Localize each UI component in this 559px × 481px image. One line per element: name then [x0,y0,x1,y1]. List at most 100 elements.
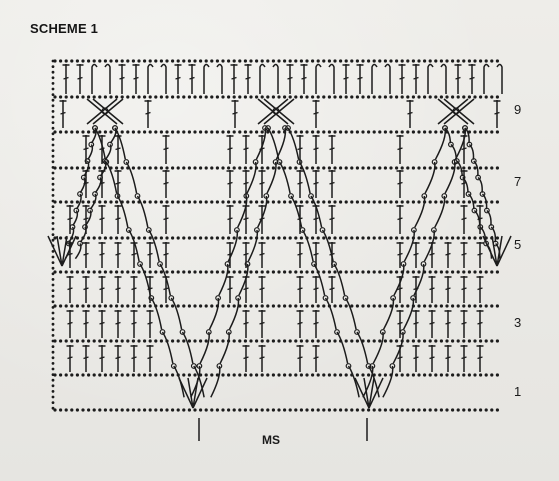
chain-stitch-dot [51,334,55,337]
double-crochet-symbol [312,170,320,198]
chain-stitch-dot [451,200,455,204]
chain-stitch-dot [400,373,404,377]
chain-stitch-dot [277,408,281,412]
chain-stitch-dot [473,200,477,204]
double-crochet-symbol [162,135,170,164]
chain-stitch-dot [271,373,275,377]
chain-stitch-dot [473,408,477,412]
chain-stitch-dot [361,373,365,377]
chain-stitch-dot [51,194,55,197]
double-crochet-symbol [114,345,122,372]
chain-stitch-dot [81,95,85,99]
chain-stitch-dot [210,373,214,377]
chain-stitch-dot [51,70,55,74]
chain-stitch-dot [109,270,113,274]
chain-stitch-dot [143,166,147,170]
chain-stitch-dot [406,270,410,274]
chain-stitch-dot [372,408,376,412]
chain-stitch-dot [383,408,387,412]
chain-stitch-dot [423,130,427,134]
chain-row-5 [53,236,499,240]
chain-row-0 [53,59,499,63]
chain-stitch-dot [372,130,376,134]
chain-stitch-dot [350,59,354,63]
chain-stitch-dot [227,95,231,99]
chain-stitch-dot [51,250,55,253]
chain-stitch-dot [98,59,102,63]
chain-stitch-dot [322,236,326,240]
chain-stitch-dot [98,166,102,170]
chain-stitch-dot [451,373,455,377]
chain-stitch-dot [70,95,74,99]
chain-stitch-dot [400,95,404,99]
chain-stitch-dot [378,130,382,134]
chain-stitch-dot [53,59,57,63]
chain-stitch-dot [131,408,135,412]
chain-stitch-dot [51,154,55,158]
chain-row-10 [53,408,499,412]
chain-stitch-dot [439,270,443,274]
chain-stitch-dot [64,166,68,170]
chain-stitch-dot [277,304,281,308]
chain-stitch-dot [103,95,107,99]
chain-stitch-dot [495,304,499,308]
chain-stitch-dot [361,95,365,99]
hook-stitch-symbol [440,63,447,94]
chain-stitch-dot [456,166,460,170]
chain-stitch-dot [344,339,348,343]
decrease-fan-symbol [47,235,77,267]
chain-stitch-dot [131,339,135,343]
double-crochet-symbol [428,276,436,303]
chain-stitch-dot [51,306,55,309]
chain-stitch-dot [490,408,494,412]
chain-stitch-dot [171,236,175,240]
chain-stitch-dot [193,200,197,204]
chain-stitch-dot [271,95,275,99]
chain-stitch-dot [439,339,443,343]
chain-stitch-dot [193,373,197,377]
chain-stitch-dot [260,373,264,377]
chain-stitch-dot [238,408,242,412]
chain-stitch-dot [165,59,169,63]
double-crochet-symbol [296,135,304,164]
chain-stitch-dot [176,200,180,204]
hook-stitch-symbol [315,63,322,94]
double-crochet-symbol [258,310,266,338]
chain-stitch-dot [232,166,236,170]
chain-stitch-dot [148,130,152,134]
hook-stitch-symbol [147,63,154,94]
chain-stitch-dot [389,304,393,308]
chain-stitch-dot [215,373,219,377]
chain-stitch-dot [109,95,113,99]
chain-stitch-dot [51,160,55,164]
chain-stitch-dot [378,408,382,412]
chain-stitch-dot [120,304,124,308]
double-crochet-symbol [76,64,84,94]
chain-stitch-dot [53,236,57,240]
chain-stitch-dot [367,130,371,134]
chain-stitch-dot [389,270,393,274]
chain-stitch-dot [411,270,415,274]
chain-stitch-dot [339,166,343,170]
chain-stitch-dot [51,149,55,153]
chain-stitch-dot [473,373,477,377]
chain-stitch-dot [148,270,152,274]
chain-stitch-dot [266,59,270,63]
chain-stitch-dot [294,130,298,134]
chain-stitch-dot [400,200,404,204]
chain-stitch-dot [87,59,91,63]
chain-stitch-dot [154,408,158,412]
chain-stitch-dot [165,166,169,170]
chain-stitch-dot [417,130,421,134]
chain-stitch-dot [51,93,55,96]
chain-stitch-dot [350,200,354,204]
double-crochet-symbol [476,205,484,234]
double-crochet-symbol [342,64,350,94]
chain-stitch-dot [479,304,483,308]
double-crochet-symbol [258,242,266,268]
chain-stitch-dot [171,339,175,343]
chain-stitch-dot [51,289,55,292]
chain-stitch-dot [131,166,135,170]
chain-stitch-dot [227,304,231,308]
chain-stitch-dot [439,408,443,412]
